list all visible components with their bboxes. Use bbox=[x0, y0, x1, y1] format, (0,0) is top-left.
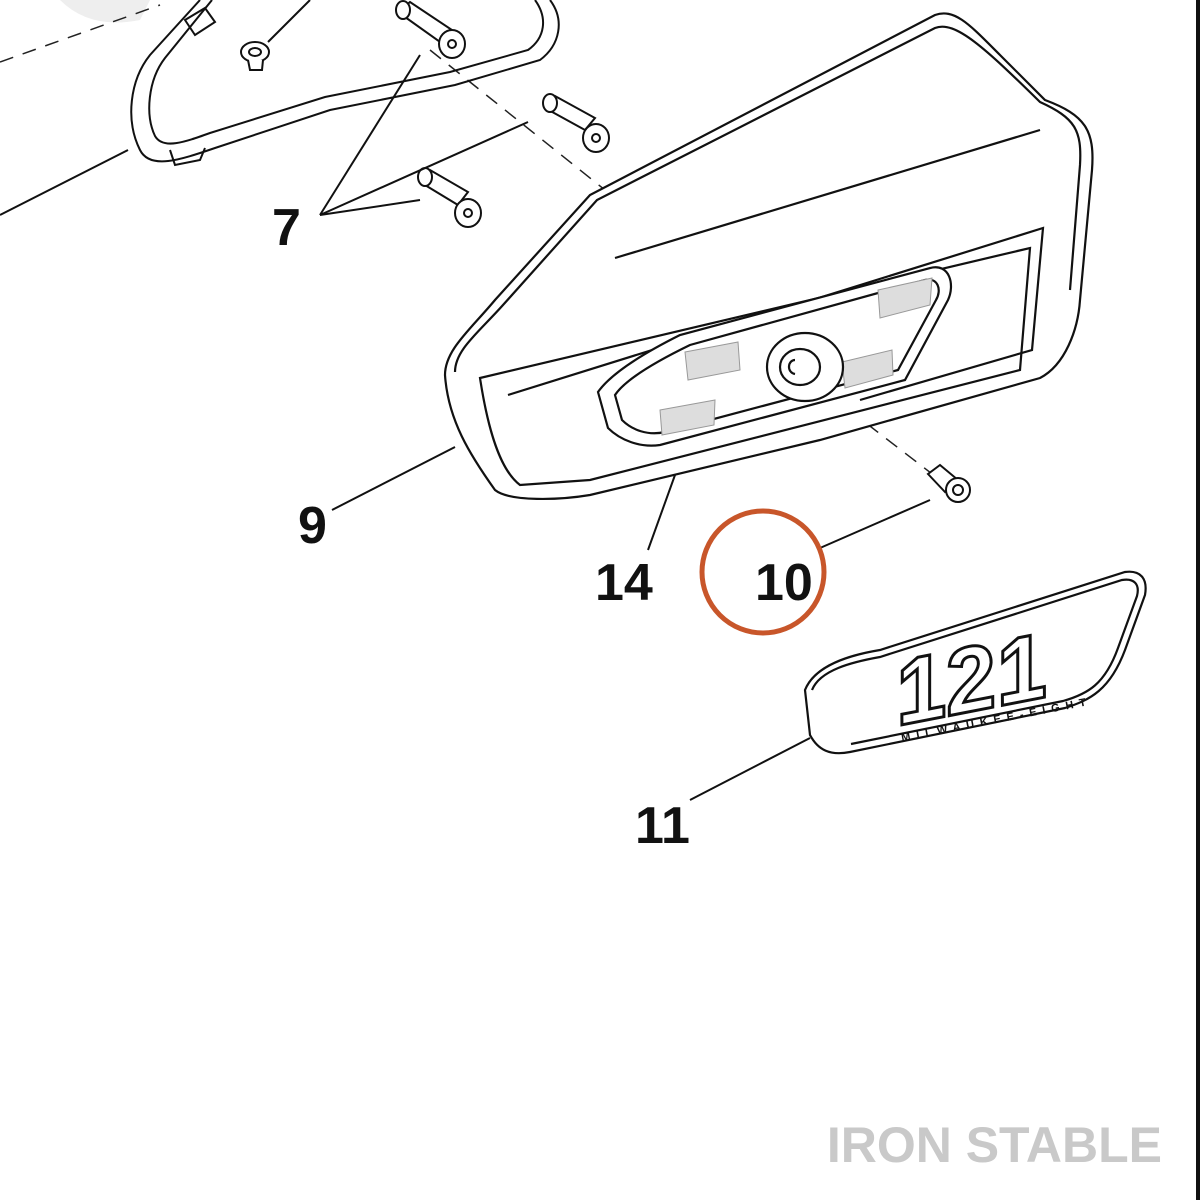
leader-lines bbox=[0, 54, 931, 801]
gasket-bolt bbox=[240, 0, 311, 71]
callout-11: 11 bbox=[635, 797, 690, 855]
callout-10: 10 bbox=[755, 554, 813, 612]
badge-plate bbox=[803, 570, 1147, 755]
background-shape bbox=[60, 0, 150, 23]
gasket-ring bbox=[130, 0, 560, 167]
callout-9: 9 bbox=[298, 497, 327, 555]
page-right-border bbox=[1196, 0, 1200, 1200]
screw-top bbox=[395, 0, 466, 59]
housing-cover bbox=[443, 12, 1094, 500]
highlight-circle bbox=[699, 508, 827, 636]
callout-14: 14 bbox=[595, 554, 653, 612]
screw-bottom bbox=[417, 167, 482, 228]
screw-middle bbox=[542, 93, 610, 153]
callout-7: 7 bbox=[272, 199, 301, 257]
fastener bbox=[926, 463, 971, 503]
pads bbox=[659, 277, 933, 436]
brand-wordmark: IRON STABLE bbox=[827, 1117, 1162, 1173]
